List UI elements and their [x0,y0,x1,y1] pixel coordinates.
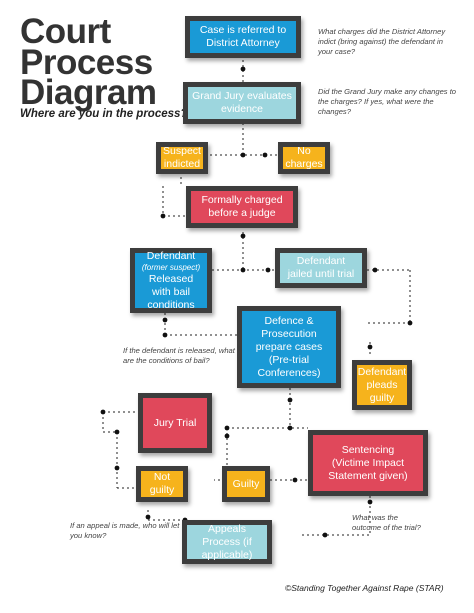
node-defendant-jailed-label: Defendant jailed until trial [287,255,355,280]
node-referred-label: Case is referred to District Attorney [199,24,287,49]
question-grand-jury: Did the Grand Jury make any changes to t… [318,87,457,116]
node-jury-trial: Jury Trial [138,393,212,453]
question-bail: If the defendant is released, what are t… [123,346,235,365]
node-defendant-released: Defendant (former suspect) Released with… [130,248,212,313]
title-line-3: Diagram [20,73,157,112]
node-no-charges: No charges [278,142,330,174]
node-grand-jury-label: Grand Jury evaluates evidence [192,90,292,115]
node-not-guilty: Not guilty [136,466,188,502]
node-formally-charged: Formally charged before a judge [186,186,298,228]
node-sentencing-label: Sentencing [341,443,395,456]
node-defendant-pleads-guilty: Defendant pleads guilty [352,360,412,410]
node-referred-to-da: Case is referred to District Attorney [185,16,301,58]
title-line-2: Process [20,43,153,82]
node-no-charges-label: No charges [285,145,323,170]
node-defendant-label: Defendant [146,249,196,262]
node-defendant-released-label: Released with bail conditions [147,272,195,311]
node-suspect-indicted-label: Suspect indicted [163,145,201,170]
node-not-guilty-label: Not guilty [149,471,175,496]
node-prepare-cases: Defence & Prosecution prepare cases (Pre… [237,306,341,388]
node-guilty: Guilty [222,466,270,502]
node-pleads-guilty-label: Defendant pleads guilty [357,365,407,404]
node-prepare-cases-label: Defence & Prosecution prepare cases (Pre… [255,314,323,379]
node-appeals-label: Appeals Process (if applicable) [201,522,253,561]
question-outcome: What was the outcome of the trial? [352,513,421,532]
node-sentencing-detail: (Victime Impact Statement given) [328,456,408,482]
node-defendant-jailed: Defendant jailed until trial [275,248,367,288]
node-appeals-process: Appeals Process (if applicable) [182,520,272,564]
node-sentencing: Sentencing (Victime Impact Statement giv… [308,430,428,496]
question-appeal: If an appeal is made, who will let you k… [70,521,180,540]
subtitle: Where are you in the process? [20,108,188,120]
node-formally-charged-label: Formally charged before a judge [201,194,283,219]
node-defendant-former: (former suspect) [141,262,201,272]
node-guilty-label: Guilty [232,477,260,490]
title-line-1: Court [20,12,111,51]
question-charges: What charges did the District Attorney i… [318,27,446,56]
node-jury-trial-label: Jury Trial [153,416,197,429]
node-suspect-indicted: Suspect indicted [156,142,208,174]
node-grand-jury: Grand Jury evaluates evidence [183,82,301,124]
footer-credit: ©Standing Together Against Rape (STAR) [285,583,444,593]
